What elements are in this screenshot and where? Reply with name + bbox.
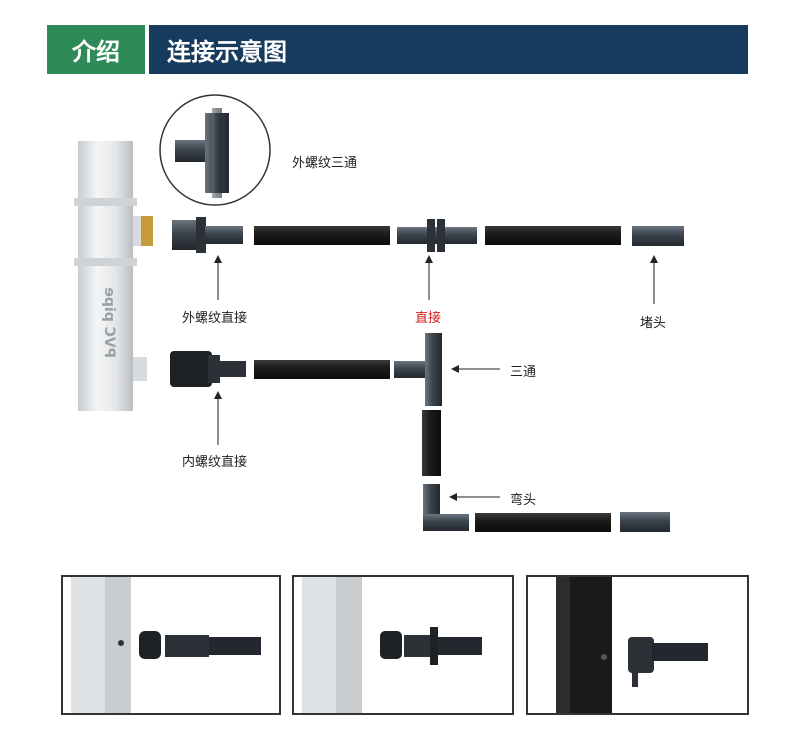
label-male-tee: 外螺纹三通 [292,156,358,171]
hose-segment [422,410,441,476]
connection-diagram [74,94,684,532]
label-male-straight: 外螺纹直接 [182,311,248,326]
photo-panel-2 [292,575,514,715]
label-female-straight: 内螺纹直接 [182,455,248,470]
label-elbow: 弯头 [510,493,537,508]
female-straight-fitting [170,351,246,387]
page-title: 连接示意图 [149,25,748,74]
tee-fitting [394,333,442,406]
section-label: 介绍 [47,25,145,74]
elbow-fitting [423,484,469,531]
photo-panel-3 [526,575,749,715]
hose-segment [254,360,390,379]
pipe-label: PVC pipe [101,287,117,358]
label-end-plug: 堵头 [640,316,667,331]
end-plug-fitting [632,226,684,246]
label-tee: 三通 [510,365,537,380]
photo-panel-1 [61,575,281,715]
end-plug-fitting [620,512,670,532]
pvc-pipe [74,141,153,411]
straight-fitting [397,219,477,252]
hose-segment [254,226,390,245]
hose-segment [475,513,611,532]
hose-segment [485,226,621,245]
label-straight: 直接 [415,311,442,326]
male-straight-fitting [172,217,243,253]
male-tee-inset [159,94,271,206]
